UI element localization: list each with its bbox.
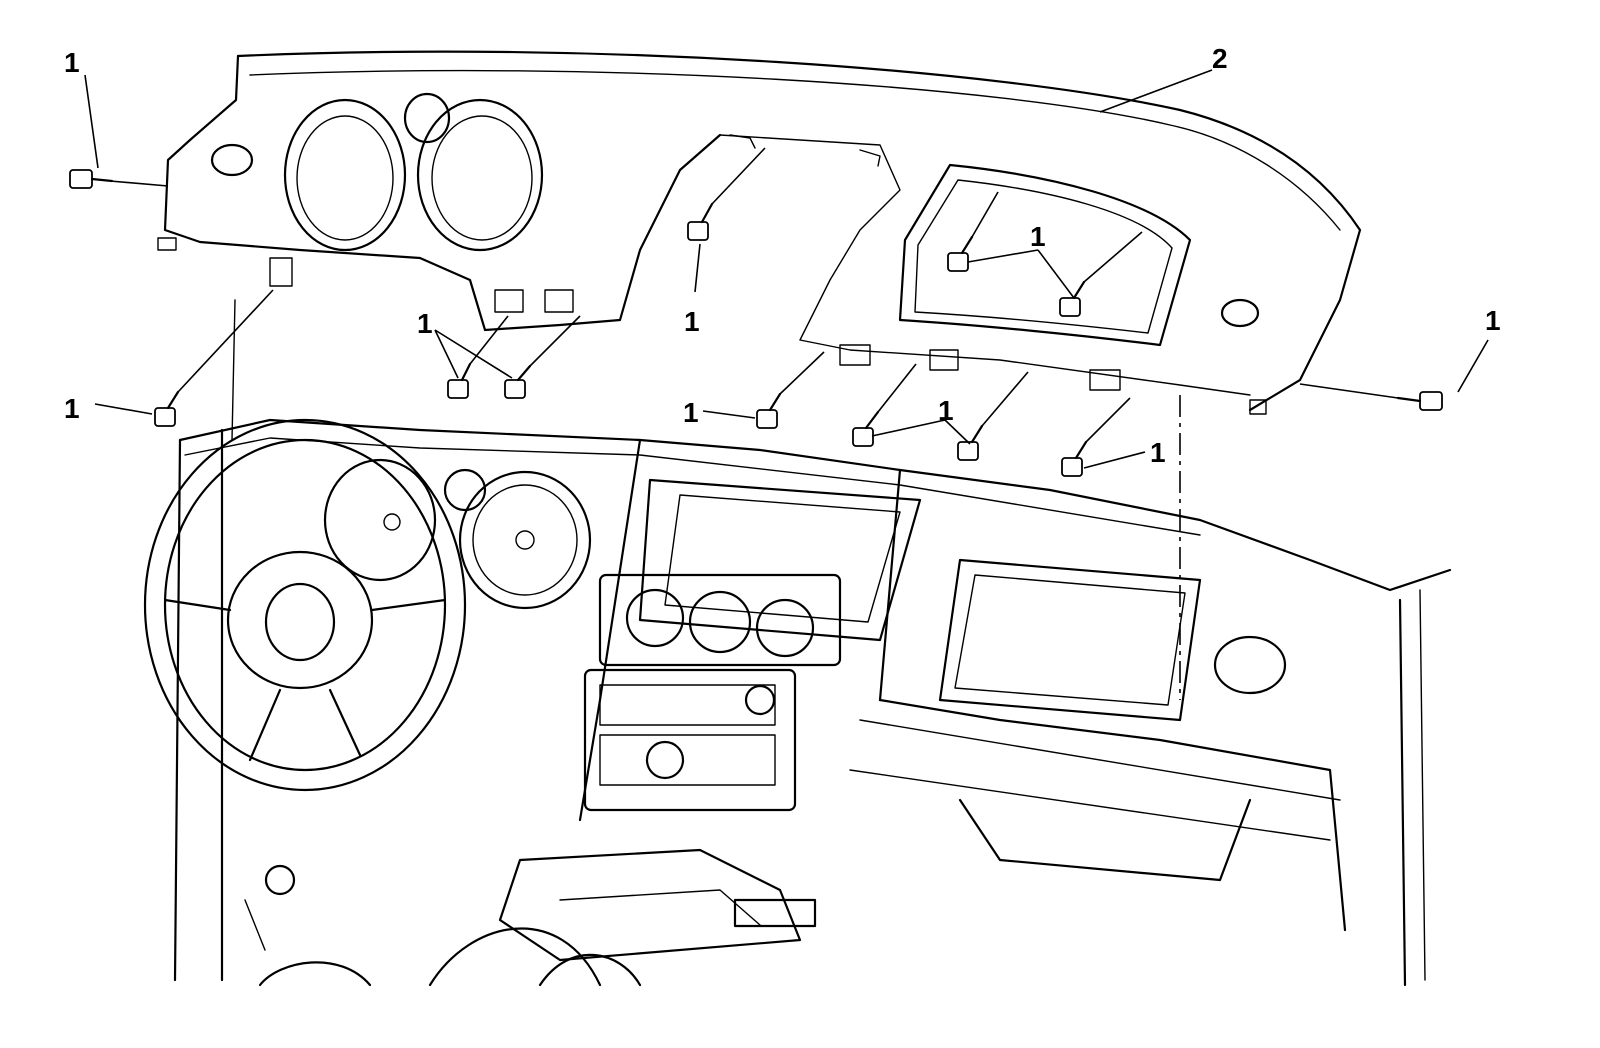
callout-1: 1 [683,397,699,428]
vent-right [1220,298,1260,328]
callout-1: 1 [417,308,433,339]
radio-unit [583,668,797,812]
steering-hub [226,550,374,690]
bolt-icon [1061,440,1088,477]
fasteners [69,169,1443,477]
gauge-opening-right [416,98,544,252]
bolt-icon [1059,280,1086,317]
vent-left [210,143,254,177]
callout-1: 1 [938,395,954,426]
steering-wheel [143,418,467,792]
callout-1: 1 [1030,221,1046,252]
callout-1: 1 [1485,305,1501,336]
glove-box-opening [938,558,1202,722]
upper-trim-panel [157,50,1362,415]
bolt-icon [154,390,180,427]
console-bracket [498,848,802,962]
bolt-icon [447,362,472,399]
bolt-icon [69,169,114,189]
bolt-icon [947,235,974,272]
bolt-icon [1396,391,1443,411]
callout-1: 1 [1150,437,1166,468]
callout-1: 1 [64,47,80,78]
instrument-panel-assembly [143,299,1452,987]
cluster-gauge-left [323,458,437,582]
callout-2: 2 [1212,43,1228,74]
cluster-gauge-right [458,470,592,610]
callout-labels: 1 1 1 1 1 1 1 1 1 2 [64,43,1501,468]
callout-1: 1 [684,306,700,337]
display-opening [898,163,1192,347]
leader-lines [84,69,1489,469]
callout-1: 1 [64,393,80,424]
bolt-icon [687,202,714,241]
bolt-icon [756,392,782,429]
gauge-opening-left [283,98,407,252]
bolt-icon [504,364,532,399]
bolt-icon [852,410,880,447]
